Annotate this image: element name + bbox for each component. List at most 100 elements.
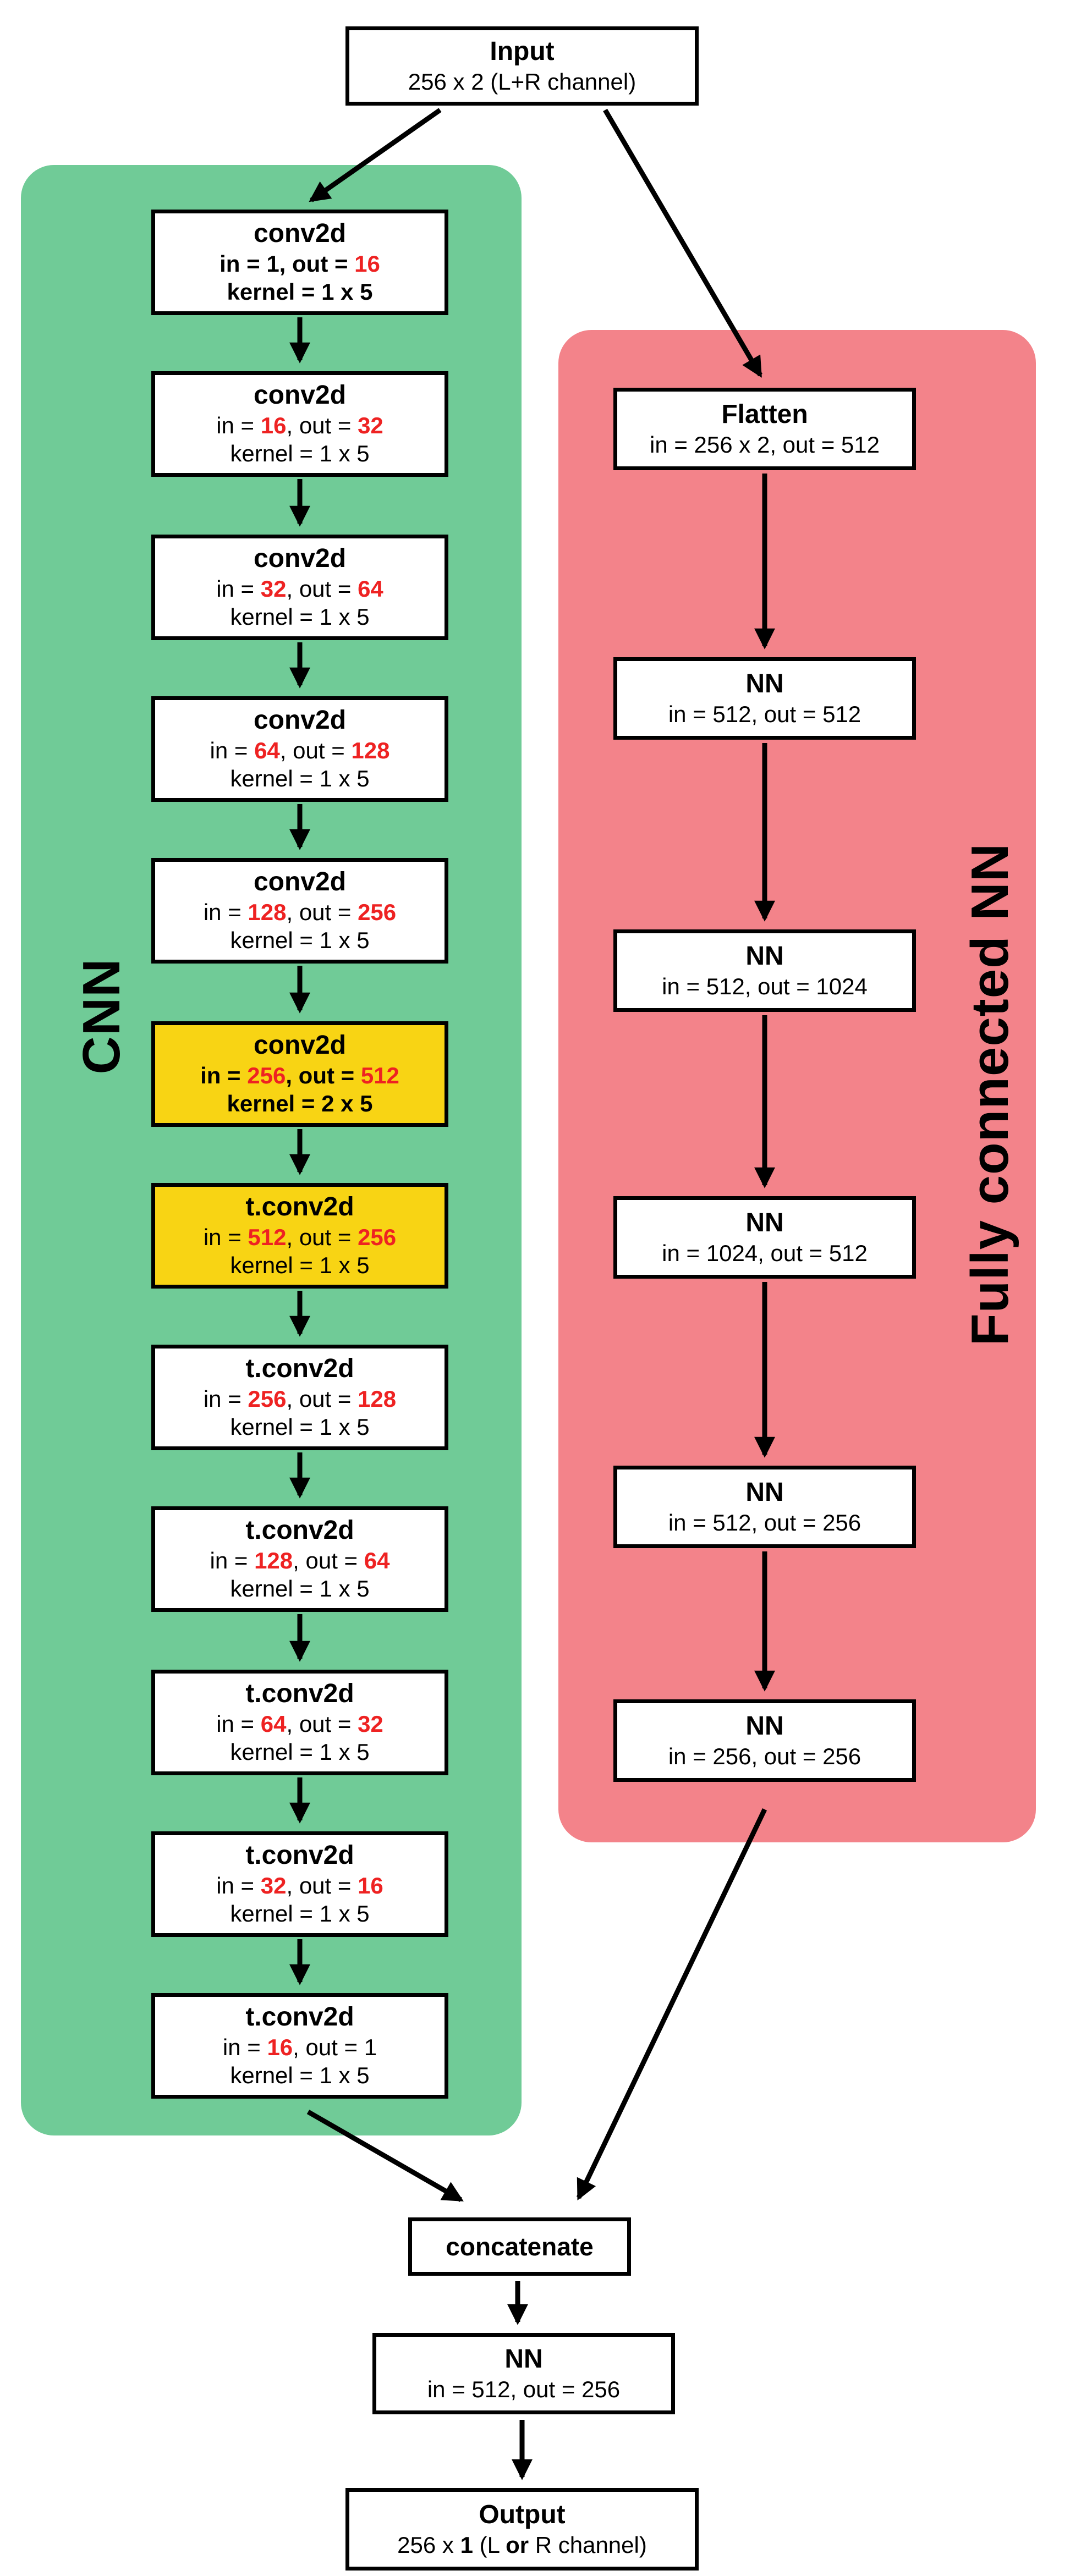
tconv-layer-box-10: t.conv2d in = 64, out = 32 kernel = 1 x …	[151, 1670, 448, 1775]
layer-title: conv2d	[253, 381, 347, 410]
layer-title: NN	[745, 942, 784, 971]
conv-layer-box-2: conv2d in = 16, out = 32 kernel = 1 x 5	[151, 371, 448, 477]
layer-kernel-line: kernel = 1 x 5	[230, 1739, 370, 1765]
layer-io-line: in = 256, out = 256	[668, 1743, 862, 1769]
layer-title: conv2d	[253, 544, 347, 574]
layer-kernel-line: kernel = 1 x 5	[230, 1252, 370, 1279]
out-value: 16	[358, 1873, 383, 1899]
out-value: 64	[364, 1548, 390, 1574]
out-value: 64	[358, 576, 383, 602]
layer-title: NN	[745, 1208, 784, 1238]
conv-layer-box-6-highlighted: conv2d in = 256, out = 512 kernel = 2 x …	[151, 1021, 448, 1127]
in-value: 128	[248, 899, 287, 926]
layer-io-line: in = 512, out = 1024	[662, 973, 868, 999]
out-value: 32	[358, 412, 383, 439]
layer-kernel-line: kernel = 1 x 5	[227, 279, 373, 305]
out-value: 1	[364, 2034, 377, 2061]
layer-io-line: in = 256 x 2, out = 512	[650, 431, 880, 458]
out-value: 256	[358, 899, 397, 926]
tconv-layer-box-9: t.conv2d in = 128, out = 64 kernel = 1 x…	[151, 1506, 448, 1612]
layer-title: t.conv2d	[245, 1841, 354, 1870]
layer-kernel-line: kernel = 1 x 5	[230, 604, 370, 630]
in-value: 256	[247, 1063, 286, 1089]
layer-kernel-line: kernel = 2 x 5	[227, 1091, 373, 1117]
tconv-layer-box-8: t.conv2d in = 256, out = 128 kernel = 1 …	[151, 1345, 448, 1450]
layer-title: t.conv2d	[245, 1192, 354, 1222]
in-value: 256	[248, 1386, 287, 1412]
layer-io-line: in = 64, out = 128	[210, 737, 390, 764]
out-value: 128	[351, 737, 390, 764]
out-value: 512	[360, 1063, 399, 1089]
layer-title: conv2d	[253, 706, 347, 735]
cnn-panel-label: CNN	[72, 958, 131, 1075]
in-value: 32	[260, 1873, 287, 1899]
layer-title: t.conv2d	[245, 1516, 354, 1545]
conv-layer-box-4: conv2d in = 64, out = 128 kernel = 1 x 5	[151, 696, 448, 802]
tconv-layer-box-11: t.conv2d in = 32, out = 16 kernel = 1 x …	[151, 1831, 448, 1937]
out-value: 32	[358, 1711, 383, 1737]
final-nn-box: NN in = 512, out = 256	[372, 2333, 675, 2414]
arrow-nn5-concatenate	[576, 1808, 767, 2201]
layer-io-line: in = 128, out = 64	[210, 1548, 390, 1574]
layer-title: t.conv2d	[245, 1354, 354, 1384]
nn-box-1: NN in = 512, out = 512	[613, 657, 916, 740]
in-value: 128	[254, 1548, 293, 1574]
input-subtitle: 256 x 2 (L+R channel)	[408, 68, 636, 95]
output-title: Output	[479, 2500, 566, 2530]
output-subtitle: 256 x 1 (L or R channel)	[397, 2531, 647, 2558]
in-value: 1	[266, 251, 279, 277]
layer-io-line: in = 32, out = 16	[216, 1873, 383, 1899]
layer-title: conv2d	[253, 219, 347, 249]
layer-kernel-line: kernel = 1 x 5	[230, 1414, 370, 1440]
cnn-panel	[21, 165, 522, 2135]
in-value: 32	[260, 576, 287, 602]
fully-connected-panel-label: Fully connected NN	[961, 843, 1019, 1346]
layer-title: conv2d	[253, 867, 347, 897]
layer-io-line: in = 32, out = 64	[216, 576, 383, 602]
in-value: 16	[260, 412, 287, 439]
layer-io-line: in = 16, out = 32	[216, 412, 383, 439]
out-value: 256	[358, 1224, 397, 1251]
out-value: 16	[354, 251, 380, 277]
input-box: Input 256 x 2 (L+R channel)	[345, 26, 699, 106]
layer-io-line: in = 256, out = 128	[203, 1386, 397, 1412]
layer-io-line: in = 1024, out = 512	[662, 1240, 868, 1266]
layer-kernel-line: kernel = 1 x 5	[230, 1576, 370, 1602]
fully-connected-panel	[558, 330, 1036, 1842]
layer-kernel-line: kernel = 1 x 5	[230, 927, 370, 954]
conv-layer-box-5: conv2d in = 128, out = 256 kernel = 1 x …	[151, 858, 448, 964]
layer-title: t.conv2d	[245, 1679, 354, 1709]
concatenate-box: concatenate	[408, 2217, 631, 2276]
layer-kernel-line: kernel = 1 x 5	[230, 1901, 370, 1927]
layer-io-line: in = 128, out = 256	[203, 899, 397, 926]
output-box: Output 256 x 1 (L or R channel)	[345, 2488, 699, 2571]
layer-io-line: in = 1, out = 16	[220, 251, 380, 277]
conv-layer-box-3: conv2d in = 32, out = 64 kernel = 1 x 5	[151, 535, 448, 640]
layer-io-line: in = 512, out = 512	[668, 701, 862, 727]
nn-box-4: NN in = 512, out = 256	[613, 1466, 916, 1548]
nn-box-5: NN in = 256, out = 256	[613, 1699, 916, 1782]
layer-title: t.conv2d	[245, 2002, 354, 2032]
layer-title: NN	[745, 1711, 784, 1741]
flatten-box: Flatten in = 256 x 2, out = 512	[613, 388, 916, 470]
layer-io-line: in = 16, out = 1	[222, 2034, 377, 2061]
layer-title: NN	[745, 669, 784, 699]
layer-kernel-line: kernel = 1 x 5	[230, 2062, 370, 2089]
out-value: 128	[358, 1386, 397, 1412]
layer-title: NN	[745, 1478, 784, 1507]
in-value: 16	[267, 2034, 293, 2061]
in-value: 64	[260, 1711, 287, 1737]
concatenate-label: concatenate	[446, 2232, 594, 2261]
in-value: 512	[248, 1224, 287, 1251]
layer-title: conv2d	[253, 1031, 347, 1060]
layer-io-line: in = 512, out = 256	[668, 1509, 862, 1535]
conv-layer-box-1: conv2d in = 1, out = 16 kernel = 1 x 5	[151, 210, 448, 315]
nn-box-2: NN in = 512, out = 1024	[613, 929, 916, 1012]
layer-title: Flatten	[721, 400, 808, 430]
layer-io-line: in = 64, out = 32	[216, 1711, 383, 1737]
tconv-layer-box-7-highlighted: t.conv2d in = 512, out = 256 kernel = 1 …	[151, 1183, 448, 1289]
layer-title: NN	[504, 2344, 543, 2374]
layer-kernel-line: kernel = 1 x 5	[230, 766, 370, 792]
layer-kernel-line: kernel = 1 x 5	[230, 441, 370, 467]
